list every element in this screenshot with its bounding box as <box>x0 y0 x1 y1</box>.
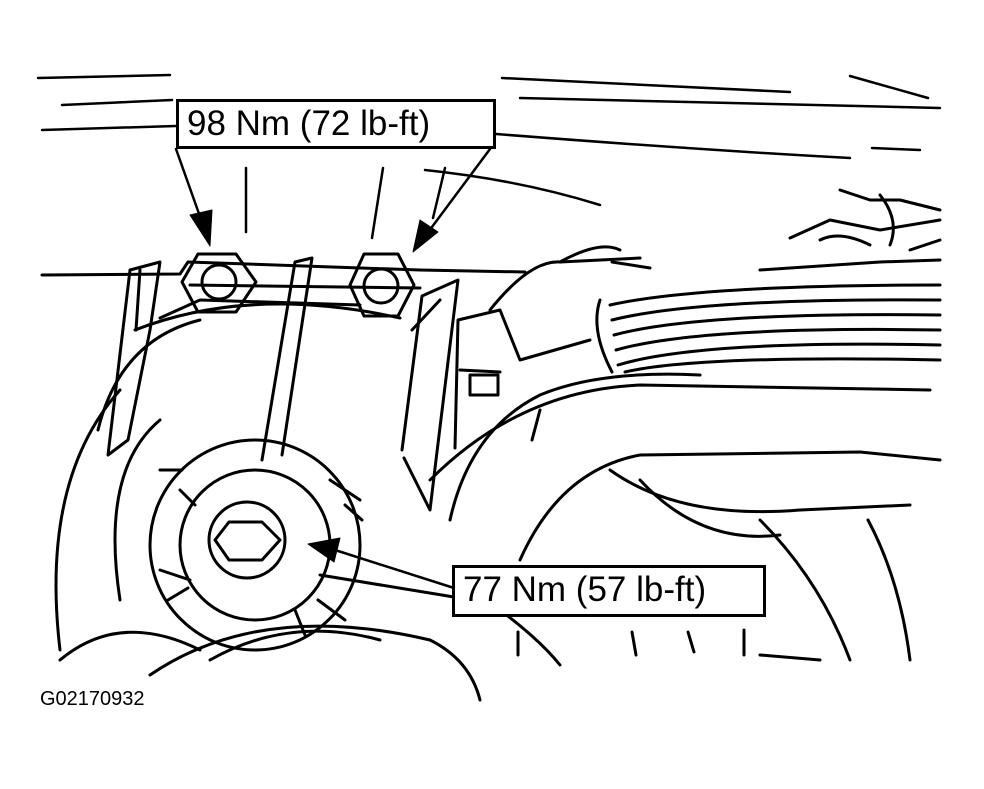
figure-id-label: G02170932 <box>40 688 145 710</box>
crankshaft-pulley <box>560 190 940 372</box>
upper-torque-label: 98 Nm (72 lb-ft) <box>187 104 431 143</box>
lower-hex-bolt <box>209 502 285 578</box>
callout-arrowheads <box>190 210 438 562</box>
lower-torque-callout: 77 Nm (57 lb-ft) <box>452 565 766 617</box>
background-sketch-lines <box>38 75 940 238</box>
upper-left-nut <box>182 254 256 312</box>
callout-leaders <box>176 149 490 588</box>
upper-torque-callout: 98 Nm (72 lb-ft) <box>176 99 496 149</box>
bracket-outline <box>42 262 525 430</box>
right-arm <box>402 280 458 510</box>
lower-torque-label: 77 Nm (57 lb-ft) <box>463 570 707 609</box>
idler-pulley <box>60 440 744 700</box>
left-arm <box>108 262 160 455</box>
upper-right-nut <box>350 254 414 316</box>
housing-body <box>56 258 940 665</box>
center-lever <box>262 258 312 460</box>
